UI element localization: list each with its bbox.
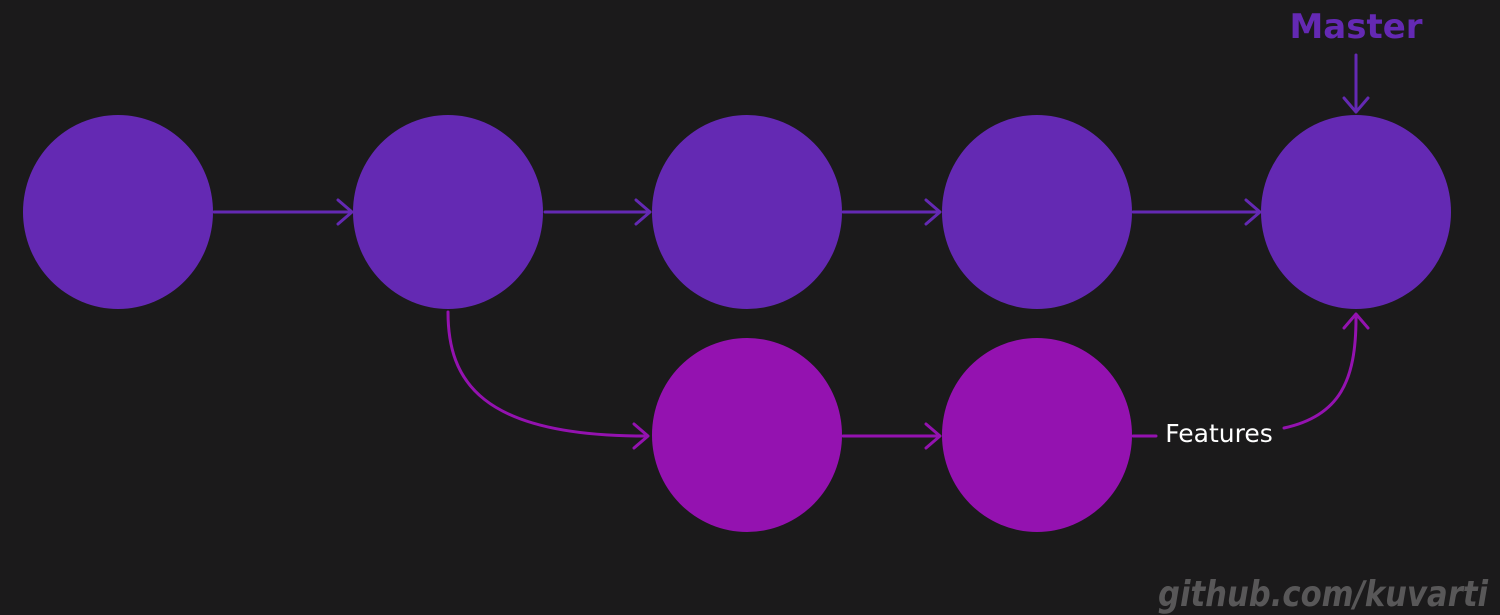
- edge-branch-off: [446, 310, 646, 438]
- master-commit-4: [942, 115, 1132, 309]
- edge-branch-off-arrowhead: [632, 422, 650, 450]
- master-pointer-arrowhead: [1342, 96, 1370, 114]
- features-branch-label: Features: [1165, 419, 1273, 448]
- master-commit-1: [23, 115, 213, 309]
- feature-commit-1: [652, 338, 842, 532]
- master-commit-3: [652, 115, 842, 309]
- feature-commit-2: [942, 338, 1132, 532]
- edge-f1-f2-arrowhead: [924, 422, 942, 450]
- master-commit-2: [353, 115, 543, 309]
- edge-merge-arrowhead: [1342, 312, 1370, 330]
- master-commit-5: [1261, 115, 1451, 309]
- edge-c4-c5-arrowhead: [1244, 198, 1262, 226]
- master-branch-label: Master: [1289, 7, 1422, 47]
- edge-merge: [1282, 316, 1358, 430]
- watermark-text: github.com/kuvarti: [1158, 574, 1489, 615]
- edge-c1-c2-arrowhead: [336, 198, 354, 226]
- edge-c2-c3-arrowhead: [634, 198, 652, 226]
- edge-c3-c4-arrowhead: [924, 198, 942, 226]
